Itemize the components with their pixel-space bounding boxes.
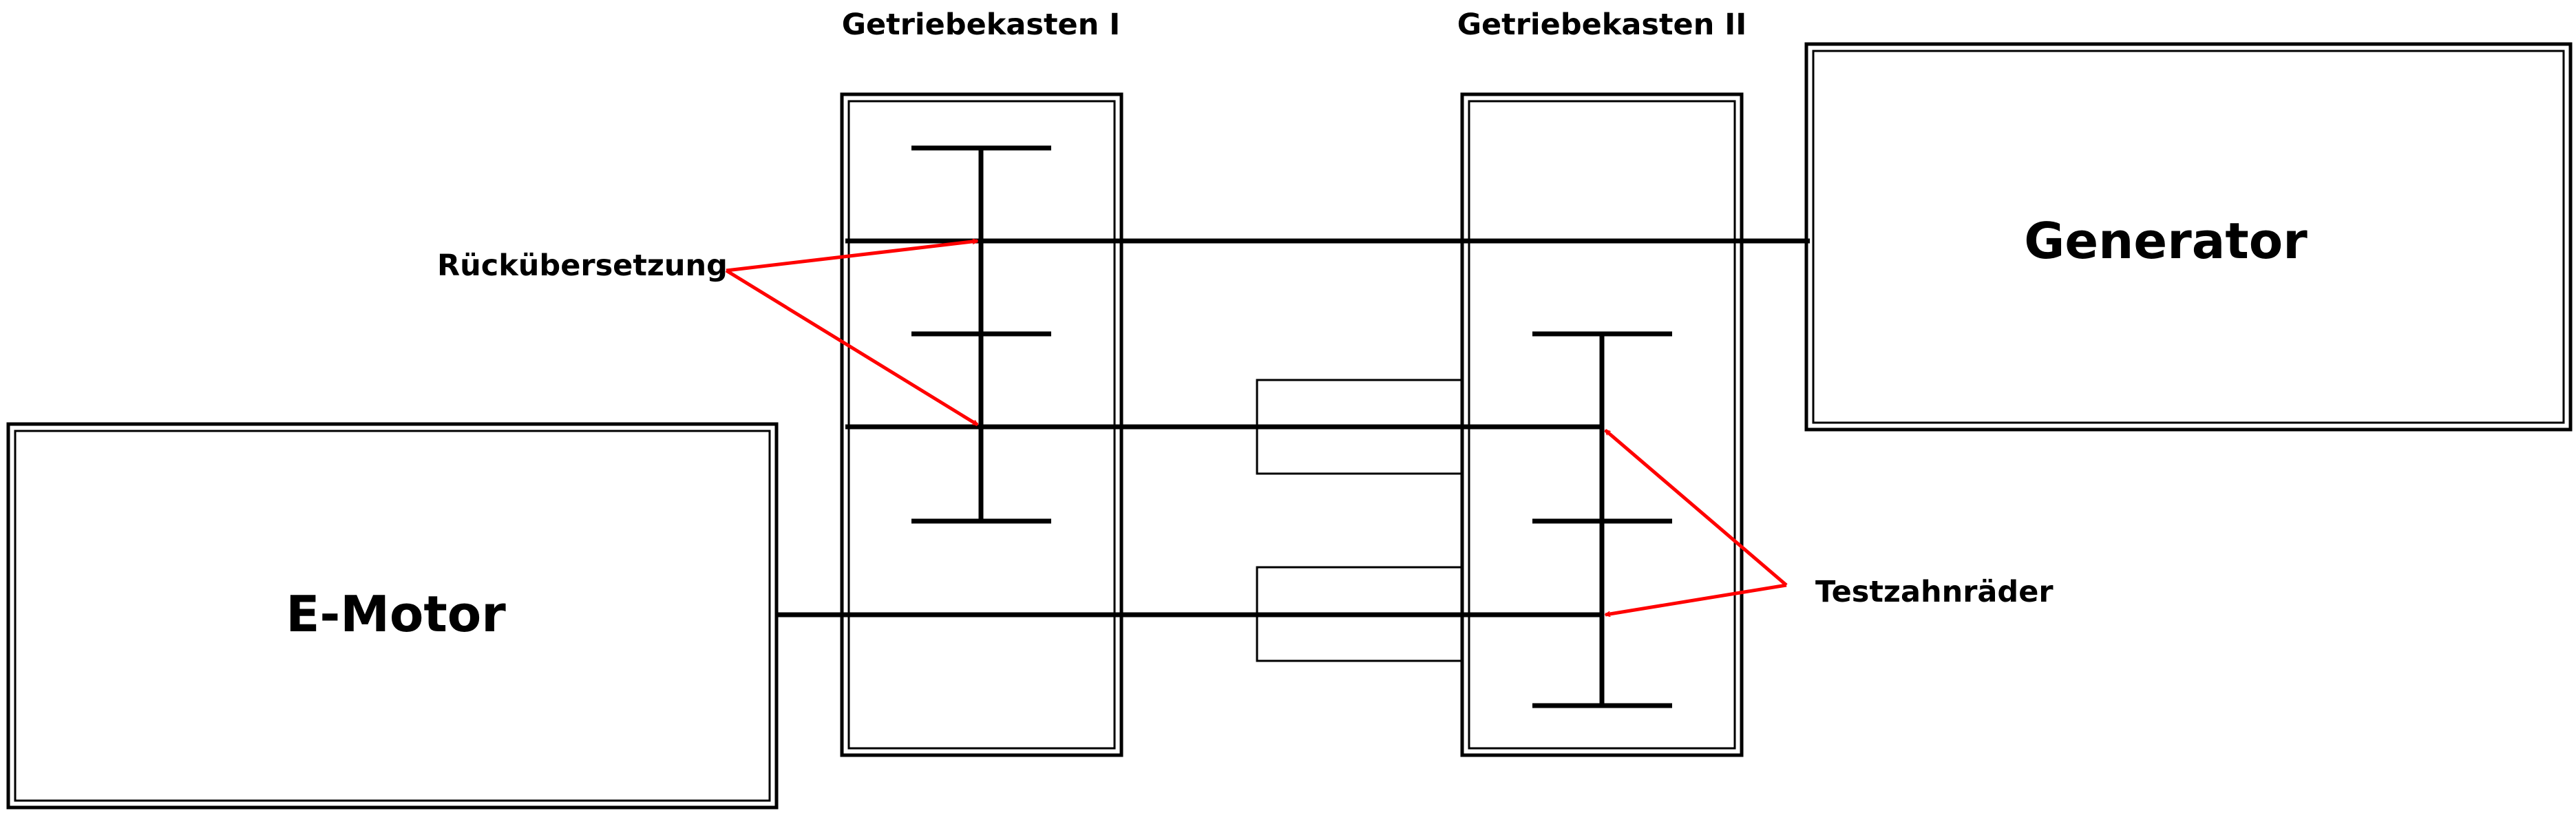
gear-set-1 [911, 145, 1051, 524]
annotation-rueckuebersetzung: Rückübersetzung [437, 249, 728, 283]
generator-box [1804, 42, 2573, 432]
arrow-to-middle-gear [725, 268, 978, 427]
generator-label: Generator [2024, 212, 2308, 270]
gearbox-2-title: Getriebekasten II [1457, 8, 1747, 42]
arrow-to-top-gear [726, 241, 978, 273]
arrow-to-test-gear-lower [1605, 583, 1787, 615]
arrow-to-test-gear-upper [1605, 429, 1788, 587]
e-motor-label: E-Motor [286, 585, 506, 643]
gearbox-1-title: Getriebekasten I [842, 8, 1121, 42]
gear-set-2 [1532, 331, 1672, 708]
annotation-testzahnraeder: Testzahnräder [1815, 575, 2054, 609]
annotation-arrows [725, 241, 1788, 615]
